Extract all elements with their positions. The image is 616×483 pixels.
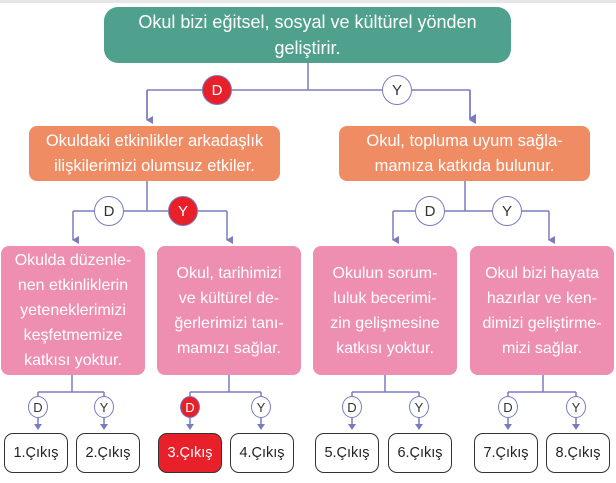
level2-statement-right: Okul, topluma uyum sağla- mamıza katkıda… — [339, 126, 590, 181]
level3-statement-3: Okulun sorum- luluk becerimi- zin gelişm… — [313, 246, 457, 375]
left-true-choice[interactable]: D — [94, 196, 124, 226]
box3-false-choice[interactable]: Y — [409, 396, 429, 418]
root-false-choice[interactable]: Y — [382, 75, 412, 105]
exit-4[interactable]: 4.Çıkış — [230, 433, 294, 473]
right-false-choice[interactable]: Y — [492, 196, 522, 226]
right-true-choice[interactable]: D — [415, 196, 445, 226]
box2-true-choice[interactable]: D — [180, 396, 200, 418]
exit-1[interactable]: 1.Çıkış — [4, 433, 68, 473]
top-divider — [0, 0, 616, 3]
exit-2[interactable]: 2.Çıkış — [76, 433, 140, 473]
box1-true-choice[interactable]: D — [28, 396, 48, 418]
root-true-choice[interactable]: D — [202, 75, 232, 105]
exit-7[interactable]: 7.Çıkış — [474, 433, 538, 473]
box4-true-choice[interactable]: D — [498, 396, 518, 418]
exit-3[interactable]: 3.Çıkış — [158, 433, 222, 473]
exit-8[interactable]: 8.Çıkış — [546, 433, 610, 473]
box2-false-choice[interactable]: Y — [251, 396, 271, 418]
root-statement: Okul bizi eğitsel, sosyal ve kültürel yö… — [104, 7, 511, 63]
box3-true-choice[interactable]: D — [342, 396, 362, 418]
level3-statement-2: Okul, tarihimizi ve kültürel de- ğerleri… — [157, 246, 301, 375]
level3-statement-1: Okulda düzenle- nen etkinliklerin yetene… — [1, 246, 145, 375]
left-false-choice[interactable]: Y — [168, 196, 198, 226]
exit-6[interactable]: 6.Çıkış — [388, 433, 452, 473]
exit-5[interactable]: 5.Çıkış — [315, 433, 379, 473]
level2-statement-left: Okuldaki etkinlikler arkadaşlık ilişkile… — [29, 126, 280, 181]
box4-false-choice[interactable]: Y — [566, 396, 586, 418]
box1-false-choice[interactable]: Y — [94, 396, 114, 418]
level3-statement-4: Okul bizi hayata hazırlar ve ken- dimizi… — [470, 246, 614, 375]
